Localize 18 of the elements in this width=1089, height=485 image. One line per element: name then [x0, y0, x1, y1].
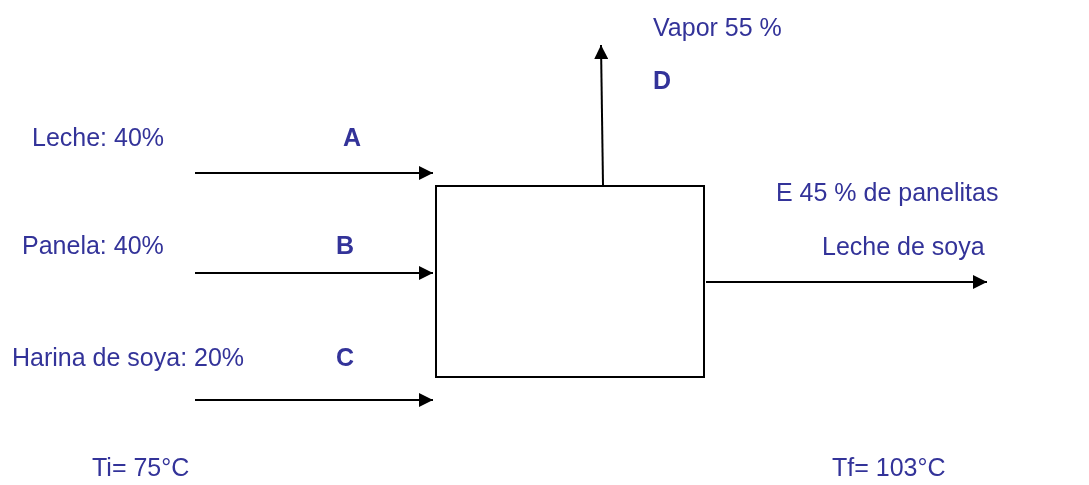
stream-letter: B	[336, 230, 355, 260]
stream-letter: C	[336, 342, 355, 372]
stream-label: Leche: 40%	[32, 122, 165, 152]
stream-label: Panela: 40%	[22, 230, 164, 260]
arrow	[705, 275, 988, 289]
temperature-label: Ti= 75°C	[92, 452, 190, 482]
arrow	[194, 166, 434, 180]
stream-label: E 45 % de panelitas	[776, 177, 999, 207]
temperature-label: Tf= 103°C	[832, 452, 946, 482]
stream-letter: D	[653, 65, 672, 95]
stream-label: Harina de soya: 20%	[12, 342, 245, 372]
product-label: Leche de soya	[822, 231, 985, 261]
process-box	[435, 185, 705, 378]
stream-label: Vapor 55 %	[653, 12, 782, 42]
arrow	[194, 266, 434, 280]
stream-letter: A	[343, 122, 362, 152]
arrow	[194, 393, 434, 407]
arrow	[594, 44, 609, 186]
